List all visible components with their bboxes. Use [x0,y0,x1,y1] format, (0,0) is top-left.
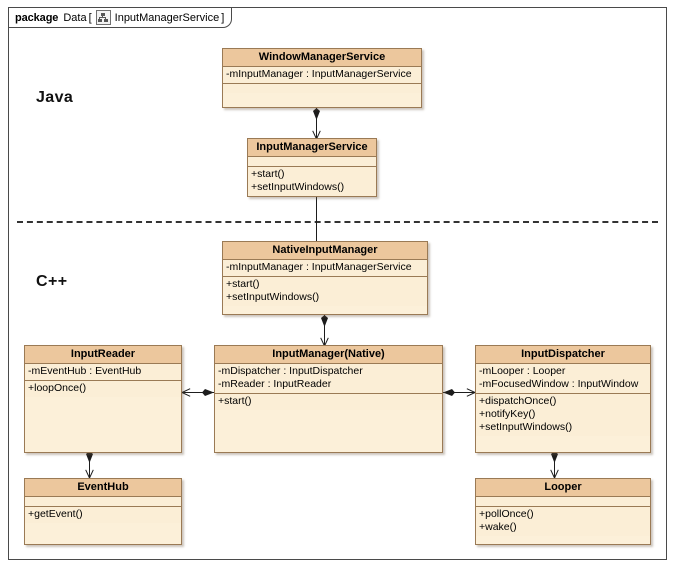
layer-label-java: Java [36,89,74,106]
class-name-input-manager-service: InputManagerService [248,139,376,157]
package-diagram-icon [95,10,111,25]
connector-imn-to-reader [182,392,214,393]
attributes-compartment [476,497,650,507]
operation-row: +start() [226,278,260,290]
attributes-compartment [25,497,181,507]
attributes-compartment: -mEventHub : EventHub [25,364,181,381]
operations-compartment: +getEvent() [25,507,181,523]
operation-row: +setInputWindows() [226,291,320,303]
composition-diamond-nim [321,315,328,327]
operations-compartment: +start() +setInputWindows() [248,167,376,196]
arrowhead-looper [550,469,559,477]
operation-row: +start() [218,395,252,407]
attribute-row: -mInputManager : InputManagerService [226,261,412,273]
operation-row: +loopOnce() [28,382,87,394]
operations-compartment: +pollOnce() +wake() [476,507,650,536]
connector-wms-to-ims [316,108,317,138]
attribute-row: -mInputManager : InputManagerService [226,68,412,80]
connector-reader-to-eventhub [89,453,90,478]
attribute-row: -mReader : InputReader [218,378,332,390]
attribute-row: -mEventHub : EventHub [28,365,142,377]
connector-nim-to-imn [324,315,325,346]
arrowhead-input-reader [182,388,191,396]
class-box-input-dispatcher[interactable]: InputDispatcher -mLooper : Looper -mFocu… [475,345,651,453]
attributes-compartment: -mInputManager : InputManagerService [223,67,421,84]
operations-compartment: +loopOnce() [25,381,181,397]
operation-row: +setInputWindows() [251,181,345,193]
attribute-row: -mFocusedWindow : InputWindow [479,378,639,390]
operation-row: +notifyKey() [479,408,536,420]
attribute-row: -mDispatcher : InputDispatcher [218,365,363,377]
class-name-window-manager-service: WindowManagerService [223,49,421,67]
package-header-tab[interactable]: package Data [ InputManagerService ] [8,7,233,28]
layer-label-cpp: C++ [36,273,68,290]
composition-diamond-dispatcher [551,451,558,463]
attributes-compartment: -mDispatcher : InputDispatcher -mReader … [215,364,442,394]
operation-row: +wake() [479,521,517,533]
bracket-close: ] [221,11,225,24]
composition-diamond-wms [313,108,320,120]
class-box-input-reader[interactable]: InputReader -mEventHub : EventHub +loopO… [24,345,182,453]
operation-row: +start() [251,168,285,180]
operations-compartment [223,84,421,93]
operation-row: +pollOnce() [479,508,534,520]
composition-diamond-reader [86,451,93,463]
operation-row: +setInputWindows() [479,421,573,433]
class-name-input-reader: InputReader [25,346,181,364]
class-box-event-hub[interactable]: EventHub +getEvent() [24,478,182,545]
arrowhead-input-dispatcher [466,388,475,396]
operations-compartment: +start() +setInputWindows() [223,277,427,306]
arrowhead-eventhub [85,469,94,477]
class-box-window-manager-service[interactable]: WindowManagerService -mInputManager : In… [222,48,422,108]
composition-diamond-imn-left [202,389,214,396]
class-box-looper[interactable]: Looper +pollOnce() +wake() [475,478,651,545]
class-name-event-hub: EventHub [25,479,181,497]
connector-ims-to-nim [316,197,317,241]
bracket-open: [ [88,11,92,24]
class-name-input-manager-native: InputManager(Native) [215,346,442,364]
operations-compartment: +start() [215,394,442,410]
connector-dispatcher-to-looper [554,453,555,478]
attribute-row: -mLooper : Looper [479,365,566,377]
class-name-looper: Looper [476,479,650,497]
attributes-compartment [248,157,376,167]
package-name: Data [63,11,87,24]
class-box-input-manager-service[interactable]: InputManagerService +start() +setInputWi… [247,138,377,197]
connector-imn-to-dispatcher [443,392,475,393]
class-name-input-dispatcher: InputDispatcher [476,346,650,364]
package-keyword: package [15,11,59,24]
attributes-compartment: -mLooper : Looper -mFocusedWindow : Inpu… [476,364,650,394]
operation-row: +getEvent() [28,508,83,520]
java-cpp-boundary [17,221,658,223]
arrowhead-ims [312,130,321,138]
class-box-input-manager-native[interactable]: InputManager(Native) -mDispatcher : Inpu… [214,345,443,453]
package-diagram-name: InputManagerService [114,11,220,24]
operations-compartment: +dispatchOnce() +notifyKey() +setInputWi… [476,394,650,436]
operation-row: +dispatchOnce() [479,395,557,407]
class-box-native-input-manager[interactable]: NativeInputManager -mInputManager : Inpu… [222,241,428,315]
class-name-native-input-manager: NativeInputManager [223,242,427,260]
composition-diamond-imn-right [443,389,455,396]
attributes-compartment: -mInputManager : InputManagerService [223,260,427,277]
arrowhead-imn-top [320,337,329,345]
